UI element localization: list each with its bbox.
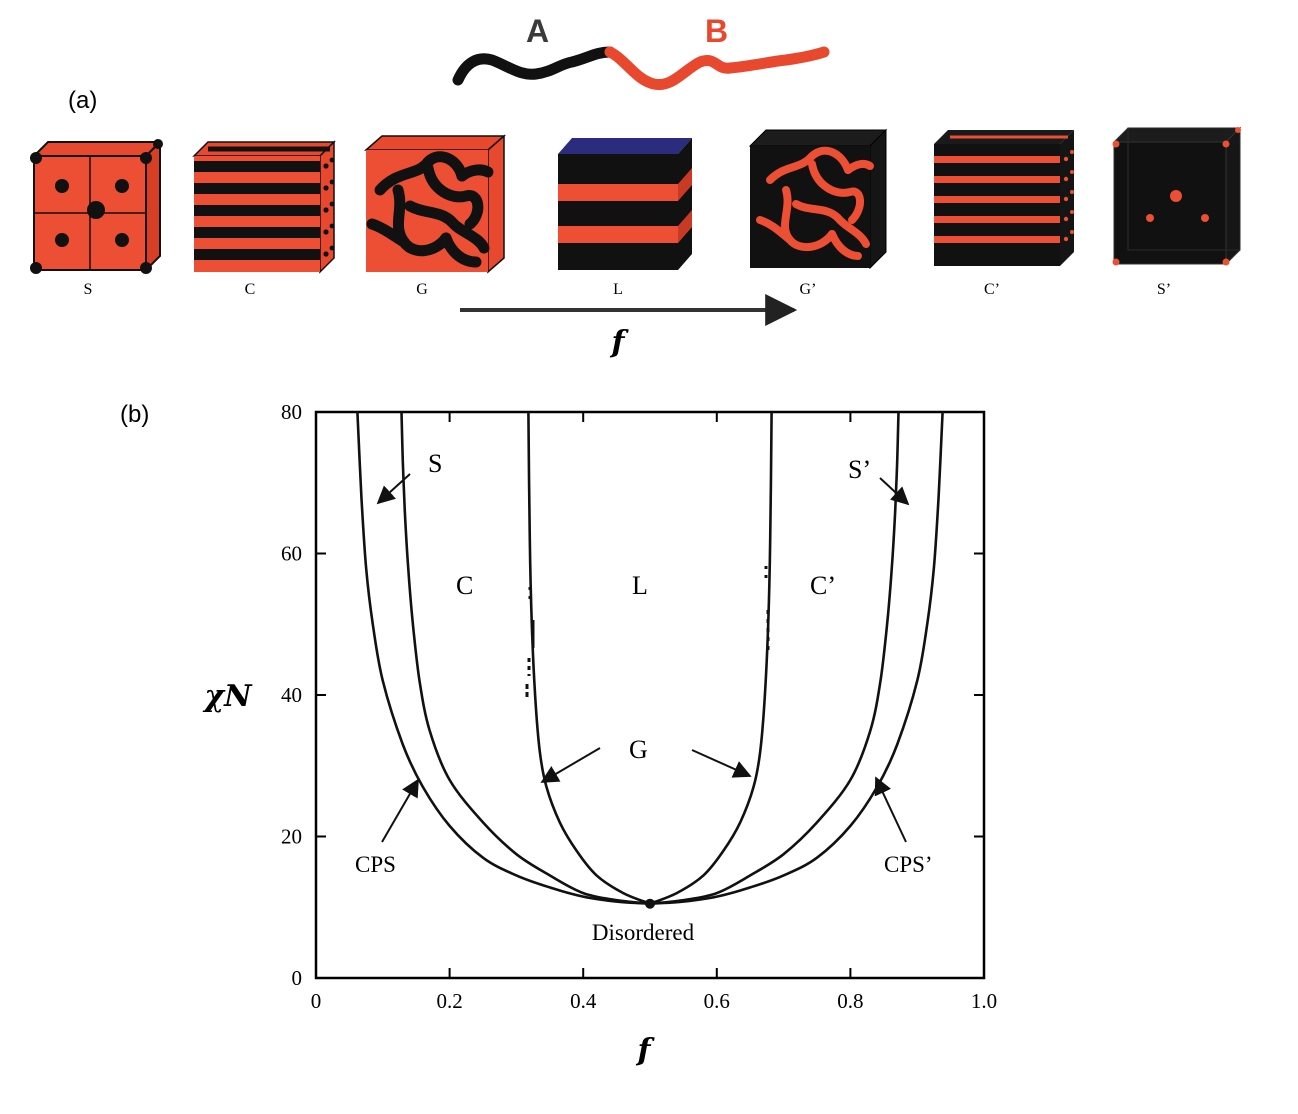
panel-a-label: (a) bbox=[68, 87, 97, 114]
phase-boundary-line bbox=[400, 411, 651, 905]
phase-cube-s-prime: S’ bbox=[1112, 126, 1242, 298]
phase-cube-g: G bbox=[364, 134, 506, 298]
axis-ticks: 0 0.2 0.4 0.6 0.8 1.0 0 20 40 60 80 bbox=[281, 400, 997, 1013]
phase-cube-g-prime: G’ bbox=[748, 128, 888, 298]
panel-a: (a) A B S bbox=[30, 13, 1242, 360]
chain-block-a bbox=[452, 46, 616, 86]
y-tick-label: 20 bbox=[281, 825, 302, 849]
phase-boundary-line bbox=[649, 411, 773, 905]
s-prime-pointer-arrow bbox=[879, 477, 910, 506]
chain-block-b bbox=[604, 46, 830, 91]
region-label-s-prime: S’ bbox=[848, 455, 871, 484]
critical-point bbox=[645, 898, 655, 909]
chain-label-b: B bbox=[705, 13, 728, 49]
phase-cube-c-prime: C’ bbox=[934, 130, 1074, 298]
y-tick-label: 0 bbox=[292, 966, 303, 990]
region-label-c-prime: C’ bbox=[810, 571, 836, 600]
phase-boundary-line bbox=[649, 411, 900, 905]
x-tick-label: 1.0 bbox=[971, 989, 997, 1013]
panel-b-label: (b) bbox=[120, 401, 149, 428]
cube-label-l: L bbox=[613, 281, 623, 298]
chain-label-a: A bbox=[526, 13, 549, 49]
g-pointer-arrow-left bbox=[540, 747, 601, 783]
cube-label-g-prime: G’ bbox=[800, 281, 817, 298]
plot-frame bbox=[314, 410, 986, 980]
phase-boundary-line bbox=[356, 411, 651, 905]
cube-label-c-prime: C’ bbox=[984, 281, 1000, 298]
phase-cube-l: L bbox=[558, 138, 692, 298]
region-label-l: L bbox=[632, 571, 648, 600]
dashed-segments bbox=[525, 566, 770, 700]
f-arrow-label: f bbox=[610, 325, 630, 360]
region-label-c: C bbox=[456, 571, 473, 600]
x-tick-label: 0.8 bbox=[837, 989, 863, 1013]
y-tick-label: 40 bbox=[281, 683, 302, 707]
cps-prime-pointer-arrow bbox=[874, 776, 907, 843]
x-tick-label: 0.6 bbox=[704, 989, 730, 1013]
s-pointer-arrow bbox=[376, 473, 411, 505]
x-tick-label: 0 bbox=[311, 989, 322, 1013]
phase-cube-c: C bbox=[192, 140, 336, 298]
y-tick-label: 80 bbox=[281, 400, 302, 424]
cube-label-s: S bbox=[84, 281, 93, 298]
region-label-g: G bbox=[629, 735, 648, 764]
region-label-disordered: Disordered bbox=[592, 920, 695, 945]
cube-label-g: G bbox=[416, 281, 428, 298]
region-label-cps: CPS bbox=[355, 852, 396, 877]
cps-pointer-arrow bbox=[381, 778, 419, 843]
cube-label-c: C bbox=[245, 281, 256, 298]
cube-label-s-prime: S’ bbox=[1157, 281, 1171, 298]
panel-b: (b) 0 0.2 0.4 0.6 0.8 1.0 0 20 40 60 80 S C L C’ S… bbox=[120, 400, 997, 1068]
phase-cube-s: S bbox=[30, 139, 163, 298]
region-label-cps-prime: CPS’ bbox=[884, 852, 933, 877]
x-tick-label: 0.2 bbox=[436, 989, 462, 1013]
x-tick-label: 0.4 bbox=[570, 989, 597, 1013]
region-label-s: S bbox=[428, 449, 442, 478]
phase-boundary-line bbox=[649, 411, 944, 905]
y-tick-label: 60 bbox=[281, 542, 302, 566]
diblock-chain: A B bbox=[452, 13, 830, 91]
g-pointer-arrow-right bbox=[691, 749, 752, 778]
x-axis-title: f bbox=[636, 1033, 656, 1068]
y-axis-title: χN bbox=[202, 679, 253, 714]
